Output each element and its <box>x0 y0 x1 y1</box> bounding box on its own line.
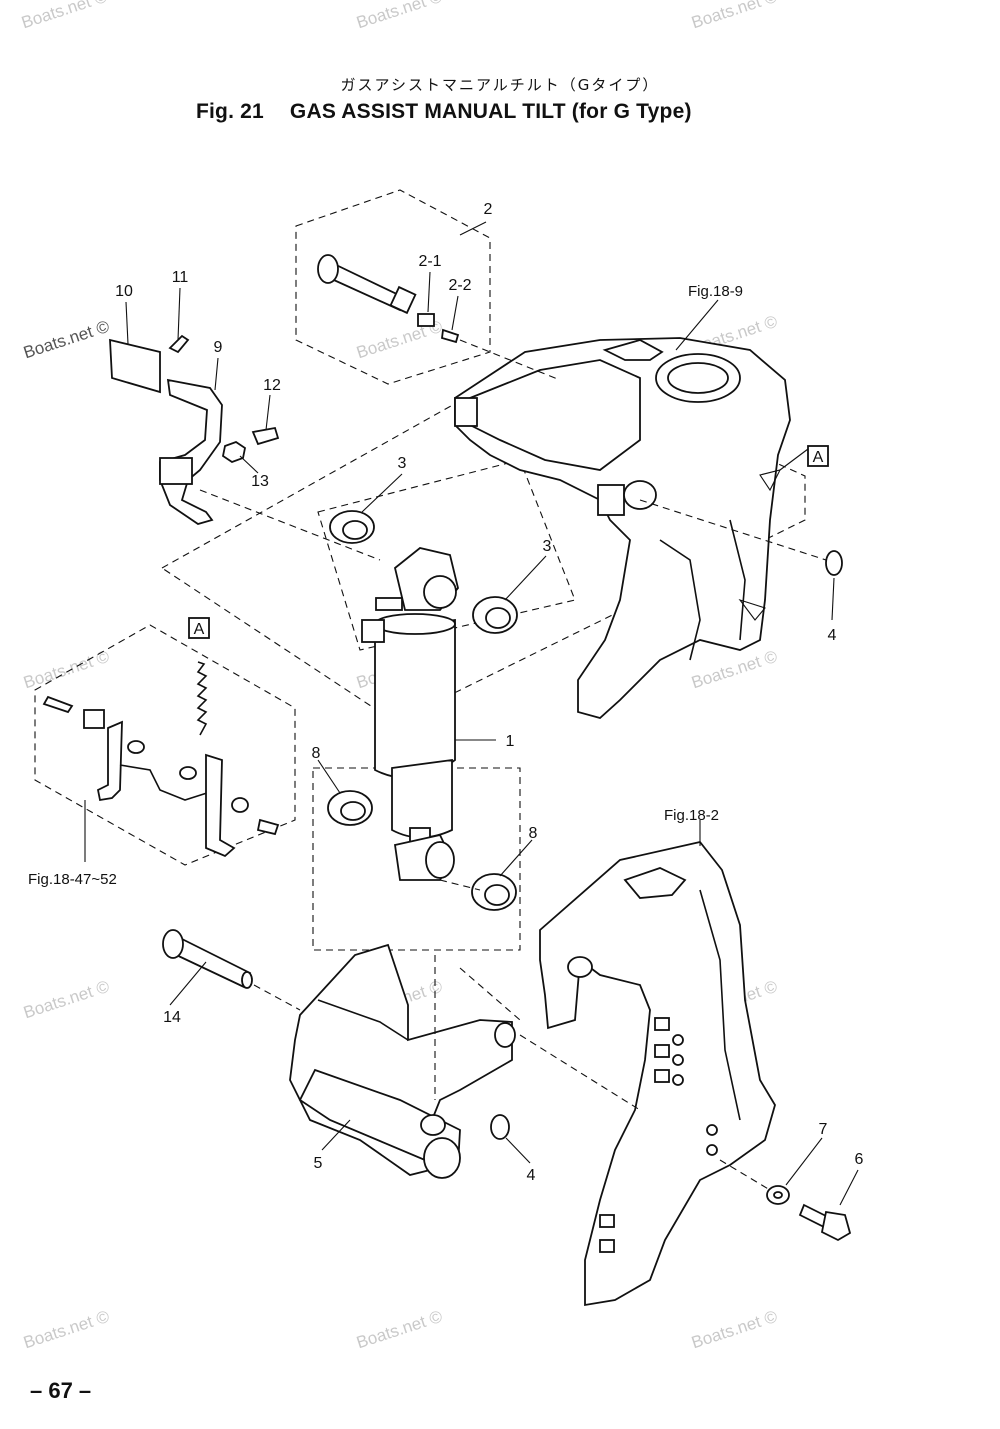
page-number: – 67 – <box>30 1378 92 1403</box>
callout-5: 5 <box>314 1155 323 1172</box>
circlip-part-4-lower <box>490 1114 510 1140</box>
callout-11: 11 <box>172 269 189 286</box>
pin-part-2 <box>317 254 460 344</box>
figure-title: Fig. 21 GAS ASSIST MANUAL TILT (for G Typ… <box>196 100 692 124</box>
bushing-part-8-upper <box>327 790 373 826</box>
cap-part-2-2 <box>441 328 460 344</box>
pin-part-14 <box>162 929 253 989</box>
bushing-part-3-lower <box>472 596 518 634</box>
callout-labels: 2 2-1 2-2 11 10 9 12 13 3 3 4 1 8 8 14 5… <box>28 201 864 1184</box>
figure-name: GAS ASSIST MANUAL TILT (for G Type) <box>289 100 692 123</box>
nut-part-13 <box>221 440 247 464</box>
callout-7: 7 <box>819 1121 828 1138</box>
reference-fig-18-2: Fig.18-2 <box>664 807 719 824</box>
callout-8-upper: 8 <box>312 745 321 762</box>
callout-3-upper: 3 <box>398 455 407 472</box>
reference-box-a-right <box>807 445 829 467</box>
plate-part-10 <box>109 338 161 394</box>
bolt-part-6 <box>798 1203 852 1242</box>
reference-box-a-left <box>188 617 210 639</box>
assembly-axes <box>199 339 827 1191</box>
callout-2-1: 2-1 <box>418 253 441 270</box>
callout-14: 14 <box>163 1009 181 1026</box>
callout-9: 9 <box>214 339 223 356</box>
callout-4-lower: 4 <box>527 1167 536 1184</box>
japanese-title: ガスアシストマニアルチルト（Gタイプ） <box>340 76 660 94</box>
reference-letter-a-left: A <box>194 621 205 638</box>
group-box-bracket-assy <box>34 624 296 866</box>
bushing-part-3-upper <box>329 510 375 544</box>
bushing-part-8-lower <box>471 873 517 911</box>
callout-1: 1 <box>506 733 515 750</box>
swivel-bracket <box>454 337 791 719</box>
leader-lines <box>84 221 859 1206</box>
washer-part-7 <box>766 1185 790 1205</box>
tilt-stopper-part-5 <box>289 943 516 1179</box>
grease-nipple-part-2-1 <box>417 313 435 327</box>
reference-fig-18-9: Fig.18-9 <box>688 283 743 300</box>
callout-2-2: 2-2 <box>448 277 471 294</box>
callout-8-lower: 8 <box>529 825 538 842</box>
callout-3-lower: 3 <box>543 538 552 555</box>
callout-10: 10 <box>115 283 133 300</box>
figure-number: Fig. 21 <box>196 100 264 123</box>
circlip-part-4-upper <box>825 550 843 576</box>
lever-bracket-part-9 <box>159 378 223 525</box>
gas-cylinder-part-1 <box>361 547 459 881</box>
reference-letter-a-right: A <box>813 449 824 466</box>
callout-12: 12 <box>263 377 281 394</box>
bolt-part-12 <box>251 426 280 446</box>
reference-fig-18-47-52: Fig.18-47~52 <box>28 871 117 888</box>
group-box-part-2 <box>295 189 491 385</box>
callout-13: 13 <box>251 473 269 490</box>
screw-part-11 <box>168 334 190 354</box>
clamp-bracket <box>539 840 776 1307</box>
callout-4-upper: 4 <box>828 627 837 644</box>
callout-2: 2 <box>484 201 493 218</box>
tilt-lock-bracket-assy <box>42 661 280 858</box>
callout-6: 6 <box>855 1151 864 1168</box>
group-box-bushings-3 <box>317 459 576 651</box>
